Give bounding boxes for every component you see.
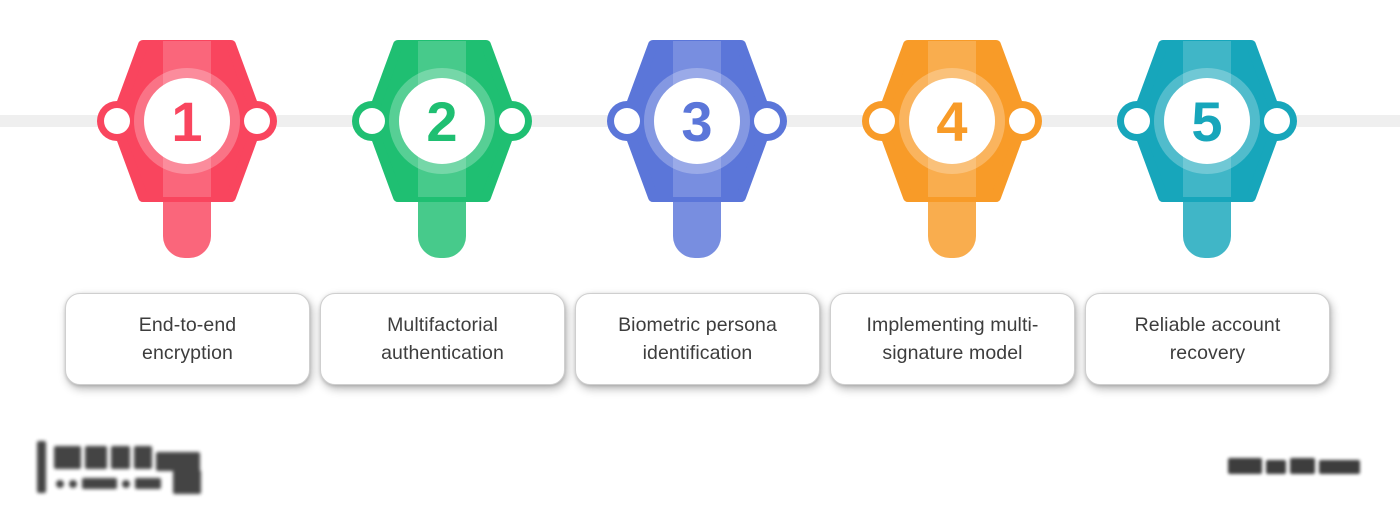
connector-dot-left xyxy=(869,108,895,134)
step-number: 2 xyxy=(426,90,457,153)
step-label: Implementing multi- signature model xyxy=(866,314,1039,364)
connector-dot-left xyxy=(104,108,130,134)
company-logo-icon xyxy=(35,437,213,501)
connector-dot-left xyxy=(1124,108,1150,134)
marker-number-disc xyxy=(1164,78,1250,164)
step-number: 4 xyxy=(936,90,967,153)
step-number: 3 xyxy=(681,90,712,153)
connector-dot-left xyxy=(614,108,640,134)
step-label: Reliable account recovery xyxy=(1134,314,1281,364)
connector-dot-right xyxy=(244,108,270,134)
marker-number-disc xyxy=(144,78,230,164)
step-marker-badge-icon: 3 xyxy=(607,40,787,258)
marker-number-disc xyxy=(399,78,485,164)
marker-number-disc xyxy=(909,78,995,164)
connector-dot-right xyxy=(1264,108,1290,134)
step-label: End-to-end encryption xyxy=(138,314,237,364)
step-marker-badge-icon: 1 xyxy=(97,40,277,258)
step-marker-badge-icon: 5 xyxy=(1117,40,1297,258)
step-label: Biometric persona identification xyxy=(618,314,777,364)
step-marker-badge-icon: 4 xyxy=(862,40,1042,258)
step-marker-badge-icon: 2 xyxy=(352,40,532,258)
step-label: Multifactorial authentication xyxy=(381,314,504,364)
step-label-card: Biometric persona identification xyxy=(575,293,820,385)
step-label-card: Reliable account recovery xyxy=(1085,293,1330,385)
website-wordmark-icon xyxy=(1228,455,1364,481)
connector-dot-right xyxy=(754,108,780,134)
marker-number-disc xyxy=(654,78,740,164)
step-number: 1 xyxy=(171,90,202,153)
connector-dot-right xyxy=(499,108,525,134)
connector-dot-right xyxy=(1009,108,1035,134)
step-label-card: Multifactorial authentication xyxy=(320,293,565,385)
connector-dot-left xyxy=(359,108,385,134)
step-number: 5 xyxy=(1191,90,1222,153)
step-label-card: End-to-end encryption xyxy=(65,293,310,385)
step-label-card: Implementing multi- signature model xyxy=(830,293,1075,385)
